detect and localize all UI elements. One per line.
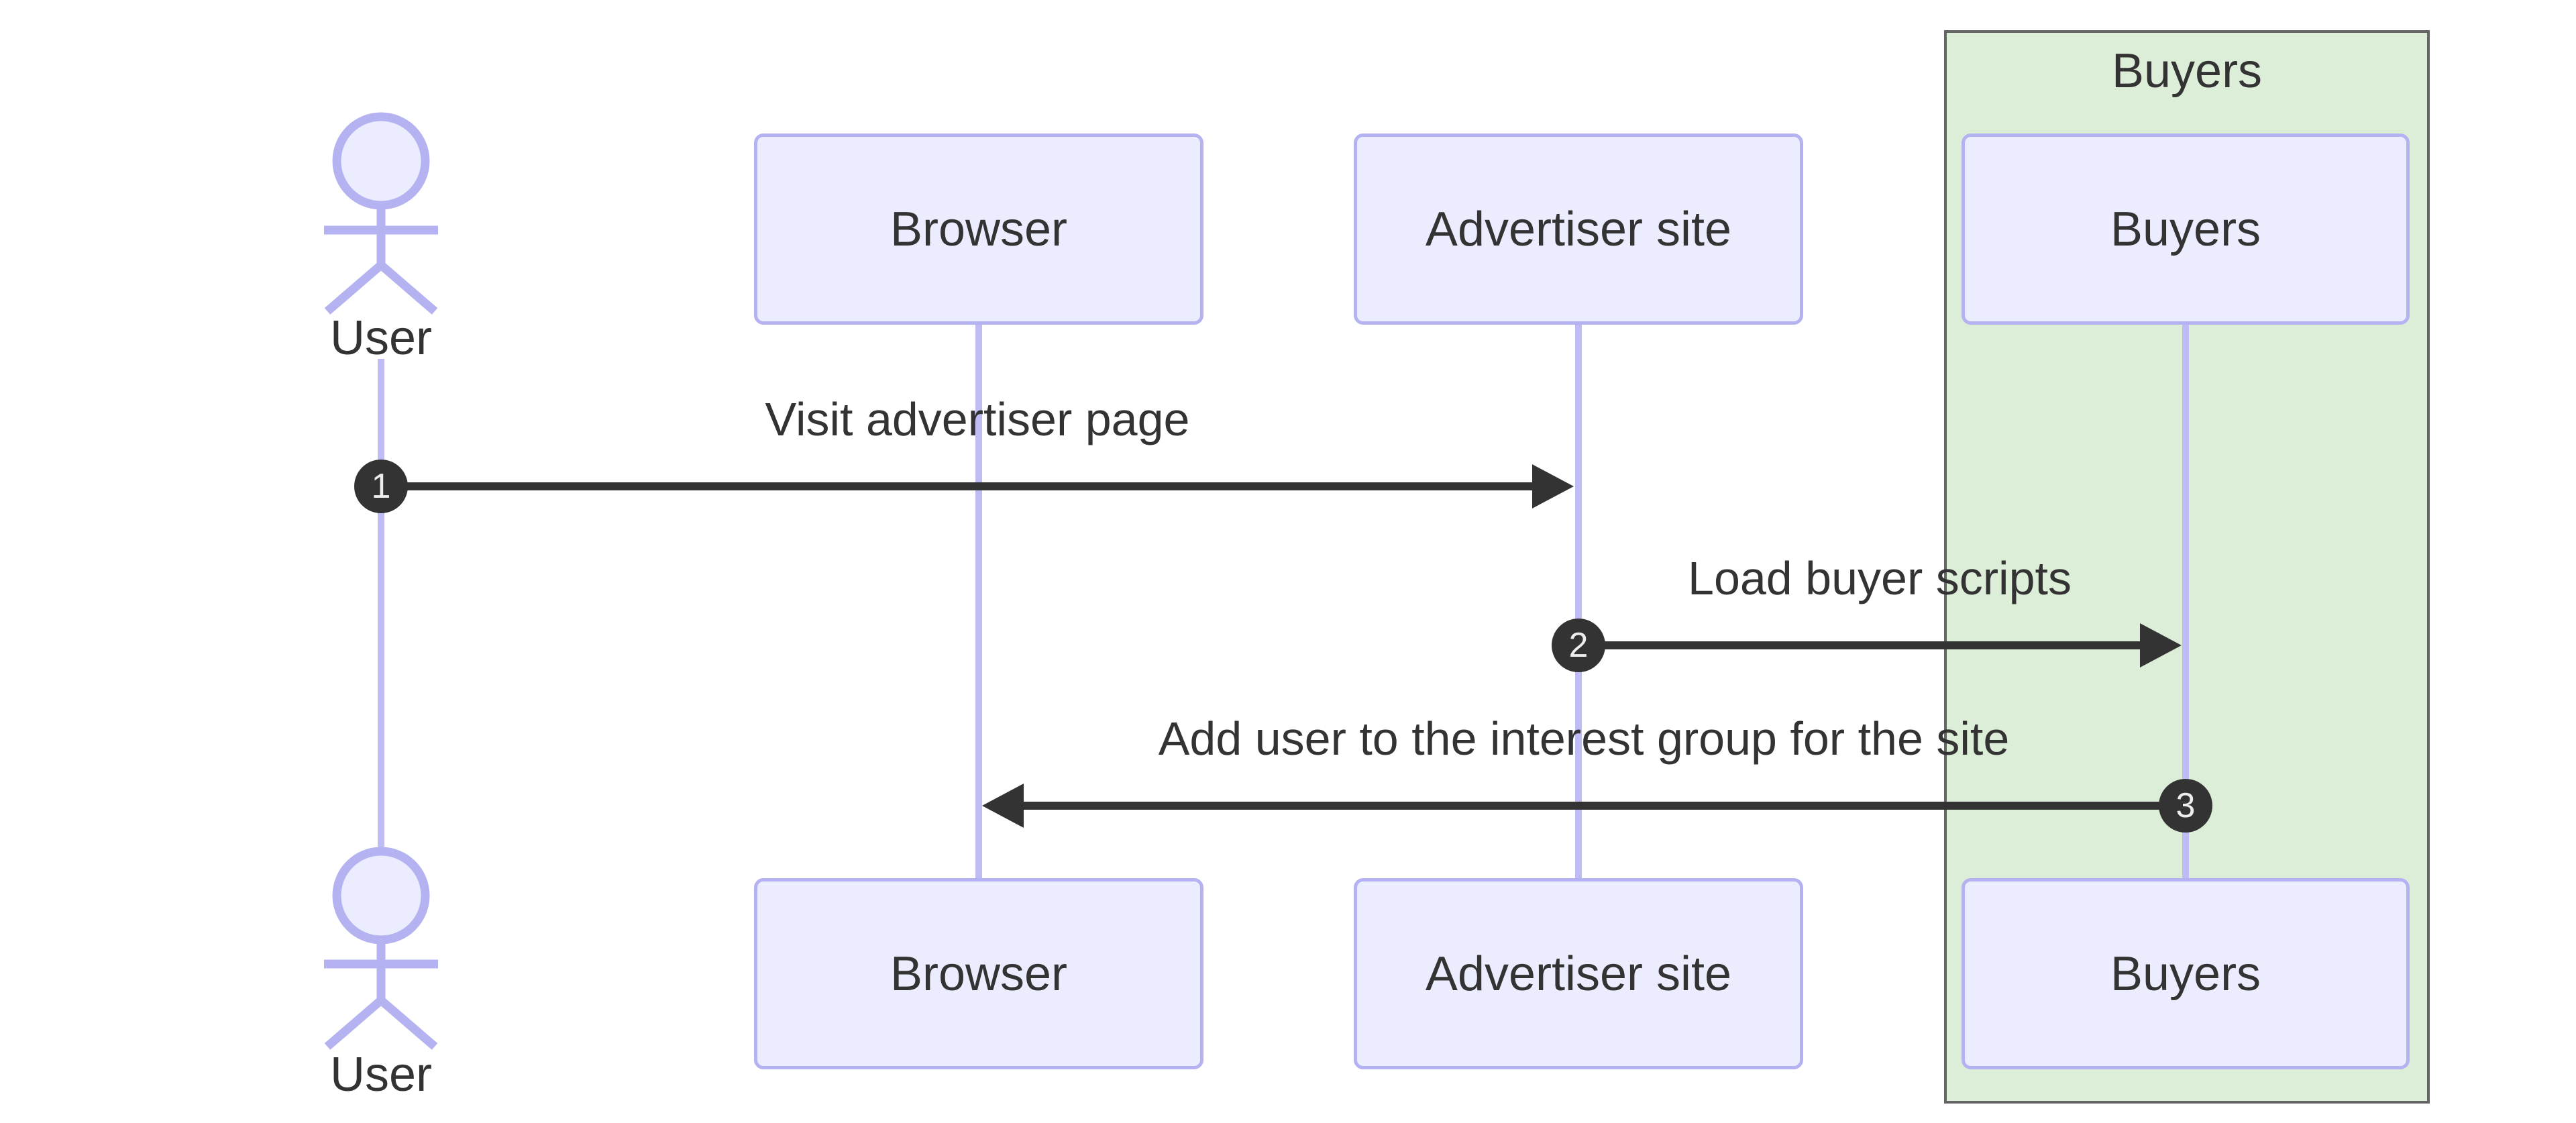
actor-head [332, 112, 430, 210]
participant-label: Advertiser site [1425, 947, 1732, 1001]
participant-box-browser-top: Browser [754, 133, 1203, 325]
actor-head [332, 847, 430, 945]
message-1-arrowhead [1532, 464, 1574, 509]
message-3-label: Add user to the interest group for the s… [1158, 712, 2010, 765]
participant-box-advertiser-bottom: Advertiser site [1354, 878, 1803, 1069]
actor-leg-right [378, 997, 438, 1050]
participant-box-browser-bottom: Browser [754, 878, 1203, 1069]
message-2-arrowhead [2140, 623, 2182, 667]
message-2-number-badge: 2 [1552, 619, 1605, 672]
user-actor-label-top: User [329, 311, 433, 365]
message-1-number-badge: 1 [354, 460, 408, 513]
actor-leg-left [324, 262, 384, 315]
message-3-arrowhead [982, 784, 1024, 828]
actor-leg-left [324, 997, 384, 1050]
actor-leg-right [378, 262, 438, 315]
participant-label: Browser [890, 947, 1068, 1001]
message-3-number-badge: 3 [2159, 779, 2212, 833]
participant-label: Buyers [2110, 947, 2261, 1001]
participant-label: Browser [890, 202, 1068, 256]
buyers-group-title: Buyers [2111, 44, 2263, 98]
message-arrows [381, 464, 2186, 828]
user-actor-figure-bottom [324, 847, 438, 1050]
participant-label: Buyers [2110, 202, 2261, 256]
message-2-label: Load buyer scripts [1688, 552, 2072, 604]
participant-box-advertiser-top: Advertiser site [1354, 133, 1803, 325]
participant-label: Advertiser site [1425, 202, 1732, 256]
user-actor-figure-top [324, 112, 438, 315]
message-1-label: Visit advertiser page [765, 393, 1190, 445]
user-actor-label-bottom: User [329, 1048, 433, 1102]
participant-box-buyers-top: Buyers [1962, 133, 2410, 325]
participant-box-buyers-bottom: Buyers [1962, 878, 2410, 1069]
